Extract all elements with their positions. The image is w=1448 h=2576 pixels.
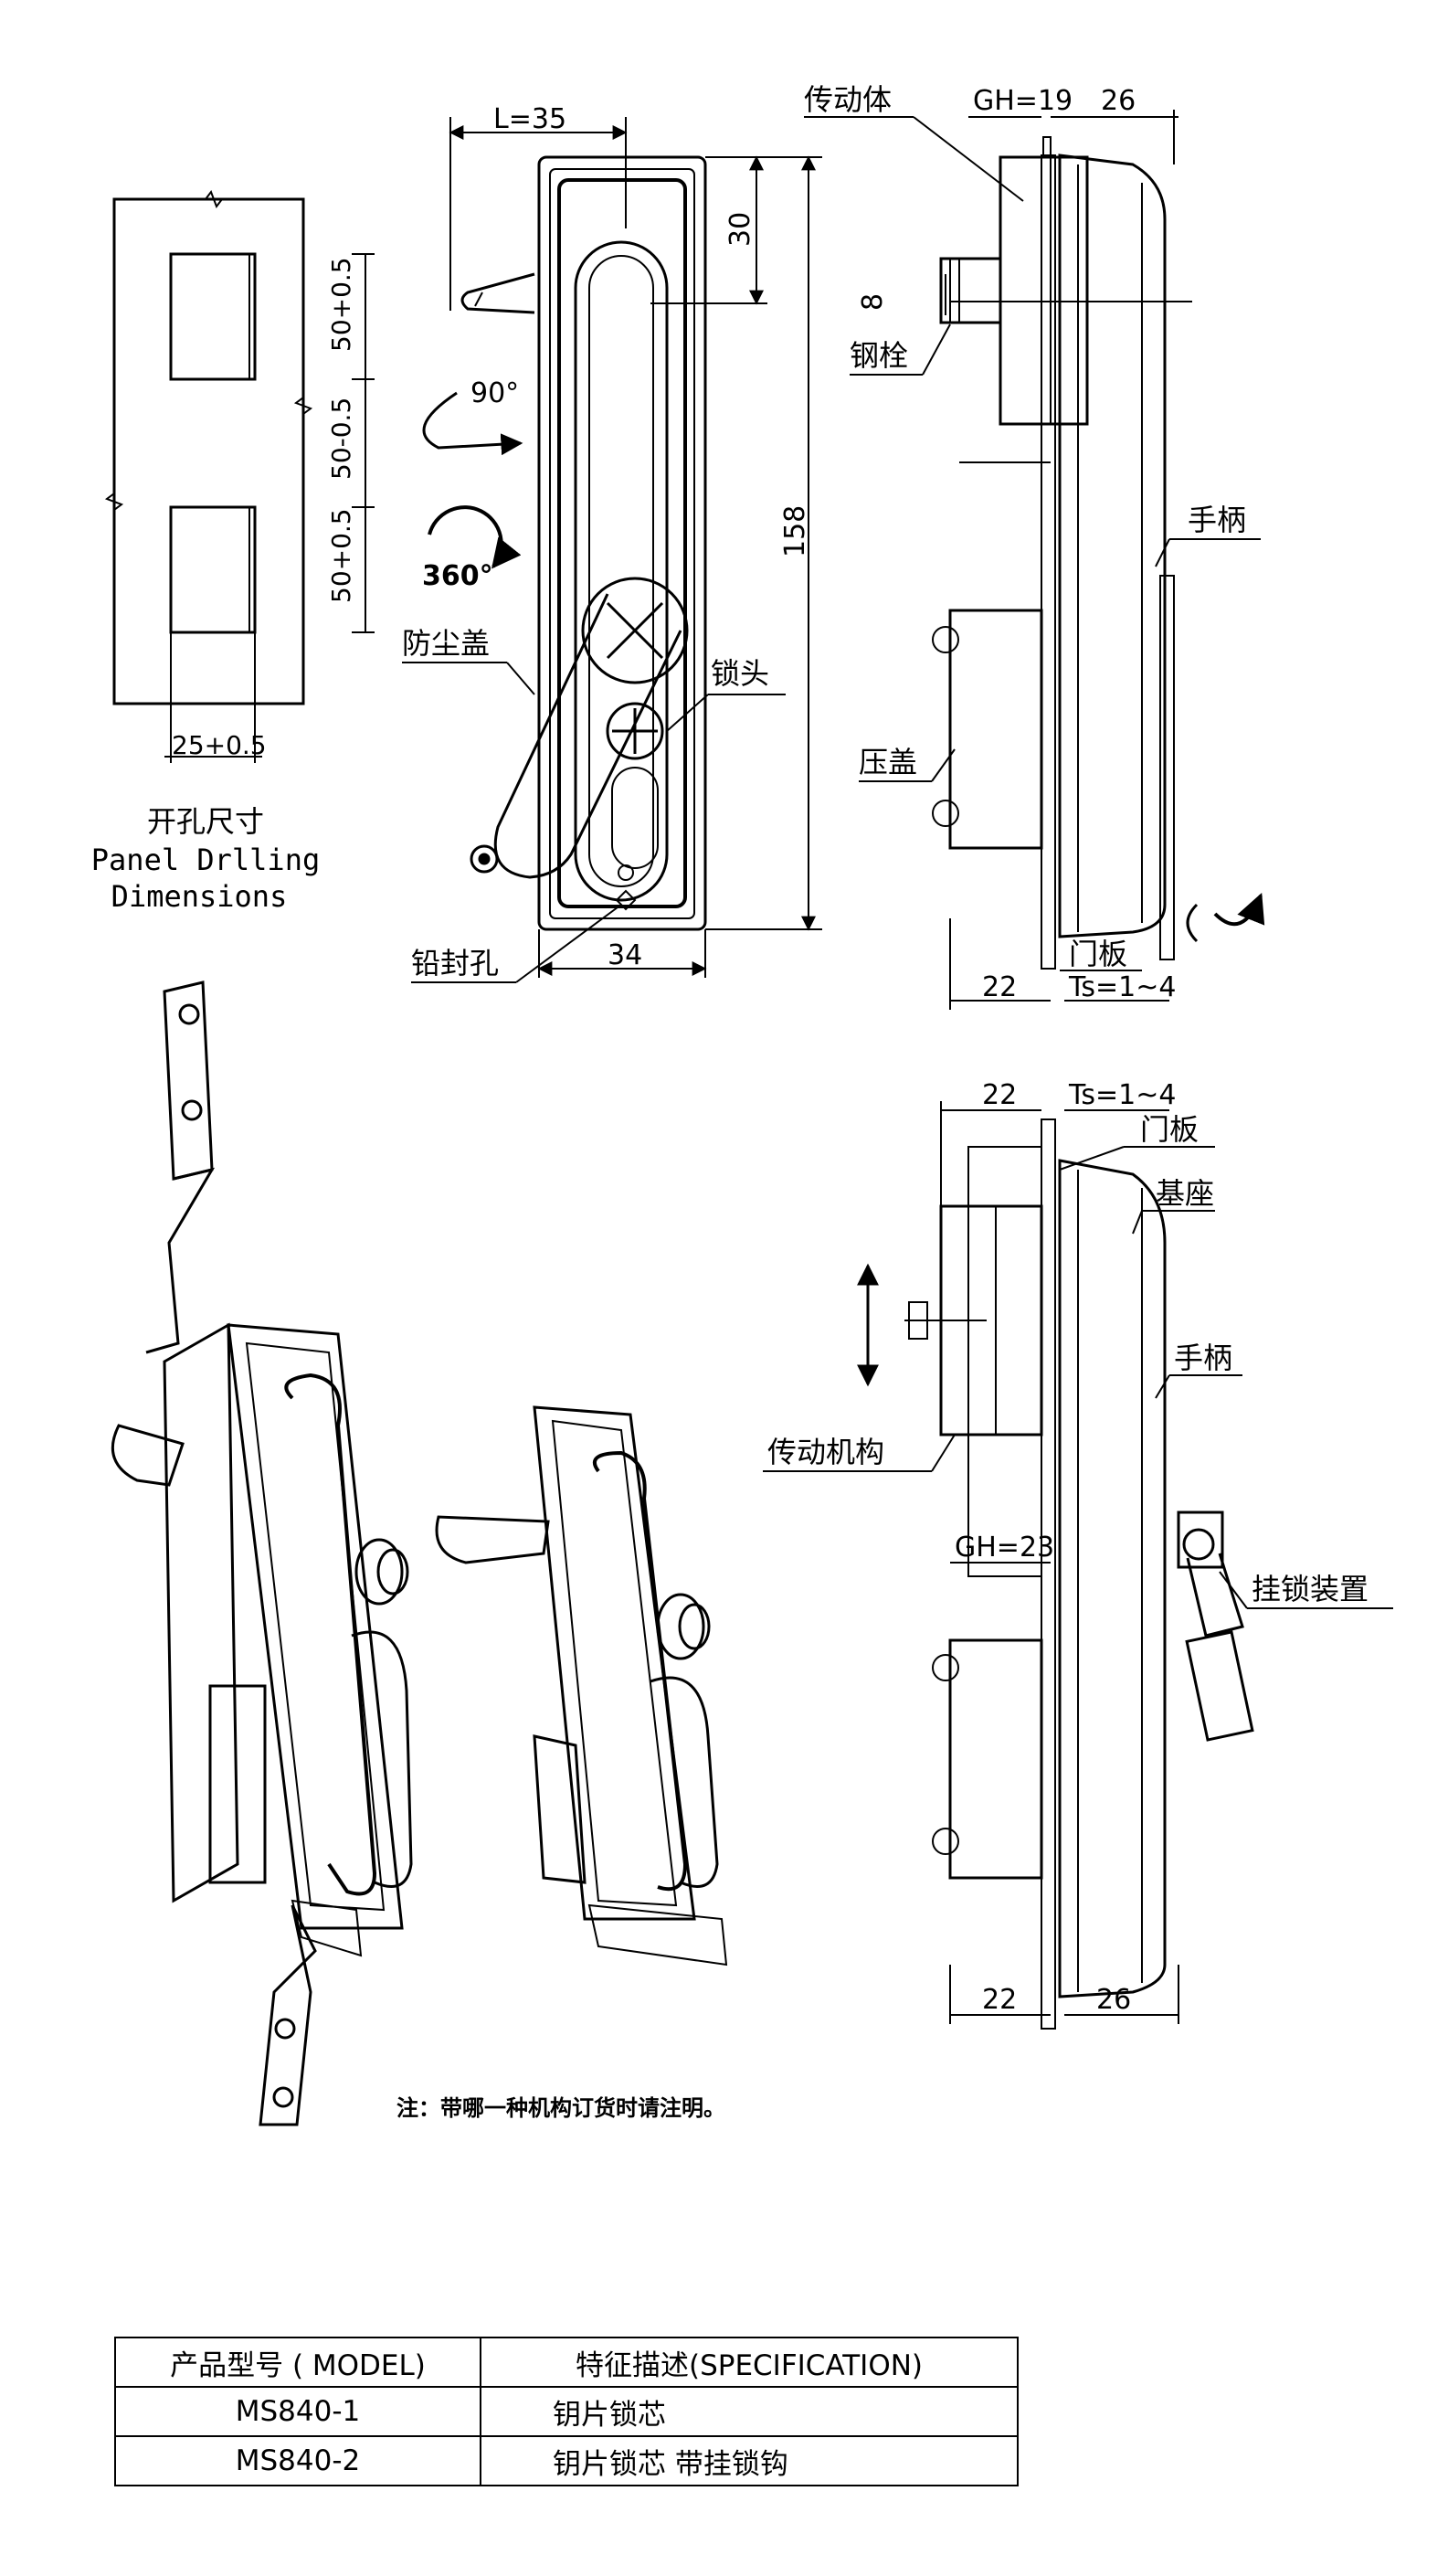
dim-ts-top: Ts=1~4 [1068, 971, 1176, 1003]
dim-22-lower: 22 [982, 1984, 1017, 2016]
dim-26-lower: 26 [1096, 1984, 1131, 2016]
drilling-title-en-1: Panel Drlling [91, 843, 320, 877]
front-view [402, 117, 822, 983]
press-cover-bottom [948, 1638, 1043, 1880]
rotate-360-arrow [428, 505, 522, 569]
drilling-outline [112, 197, 305, 705]
padlock-bracket [1177, 1511, 1224, 1569]
dim-drill-width: 25+0.5 [172, 730, 267, 760]
drive-mechanism [967, 1146, 1042, 1577]
cutout-bottom [169, 505, 257, 634]
lock-body-2 [533, 1405, 696, 1921]
front-outer-frame [537, 155, 707, 931]
dim-ts-bottom: Ts=1~4 [1068, 1079, 1176, 1111]
side-view-top [804, 110, 1265, 1010]
isometric-view-with-rod [111, 981, 413, 2126]
lock-head-circle [606, 702, 664, 760]
handle-slot [574, 240, 669, 902]
dim-drill-bot: 50+0.5 [326, 508, 356, 603]
handle-side [1058, 154, 1167, 938]
handle-lift-arrow [1213, 893, 1265, 927]
header-spec: 特征描述(SPECIFICATION) [480, 2337, 1019, 2388]
panel-drilling-view [104, 189, 375, 763]
dim-34: 34 [608, 939, 642, 971]
dim-30: 30 [724, 212, 756, 247]
model-cell: MS840-1 [114, 2386, 481, 2437]
order-note: 注：带哪一种机构订货时请注明。 [396, 2095, 725, 2121]
dim-158: 158 [779, 505, 811, 557]
upper-rod [163, 981, 214, 1181]
table-row: MS840-1 钥片锁芯 [114, 2386, 1019, 2437]
side-view-bottom [763, 1101, 1393, 2030]
cam-arm-2 [435, 1515, 550, 1564]
door-panel [1041, 154, 1056, 970]
door-panel-bottom [1041, 1118, 1056, 2030]
dim-gh-19: GH=19 [973, 85, 1073, 117]
label-seal-hole: 铅封孔 [411, 946, 499, 981]
label-padlock-device: 挂锁装置 [1252, 1572, 1369, 1606]
drilling-title-cn: 开孔尺寸 [147, 804, 264, 839]
label-handle-bottom: 手柄 [1174, 1341, 1232, 1375]
label-lock-head: 锁头 [711, 656, 769, 691]
specification-table: 产品型号 ( MODEL) 特征描述(SPECIFICATION) MS840-… [114, 2337, 1019, 2486]
label-drive-body: 传动体 [804, 82, 892, 117]
rotated-handle [493, 593, 682, 879]
rotation-90-label: 90° [470, 377, 519, 409]
dim-gh-23: GH=23 [955, 1532, 1054, 1564]
table-row: MS840-2 钥片锁芯 带挂锁钩 [114, 2435, 1019, 2486]
rotation-360-label: 360° [422, 560, 493, 592]
dim-26-top: 26 [1101, 85, 1136, 117]
cam-arm-1 [111, 1424, 185, 1487]
dim-drill-mid: 50-0.5 [326, 398, 356, 480]
dim-22-upper: 22 [982, 1079, 1017, 1111]
base-handle-bottom [1058, 1159, 1167, 1998]
press-cover [948, 609, 1043, 850]
label-base: 基座 [1156, 1176, 1214, 1211]
label-handle-top: 手柄 [1188, 503, 1246, 537]
dim-22-top: 22 [982, 971, 1017, 1003]
steel-pin [939, 257, 1002, 324]
lower-rod [259, 1904, 317, 2126]
label-steel-pin: 钢栓 [850, 338, 908, 373]
spec-cell: 钥片锁芯 [480, 2386, 1019, 2437]
header-model: 产品型号 ( MODEL) [114, 2337, 481, 2388]
label-dust-cover: 防尘盖 [402, 626, 490, 661]
dust-cover-circle [581, 577, 689, 684]
dim-8: 8 [857, 293, 889, 311]
label-press-cover: 压盖 [859, 745, 917, 779]
drilling-title-en-2: Dimensions [111, 879, 288, 914]
label-door-panel-top: 门板 [1069, 937, 1127, 971]
dim-L: L=35 [493, 103, 566, 135]
dim-drill-top: 50+0.5 [326, 257, 356, 352]
drive-body [999, 155, 1089, 426]
rotate-90-arrow [422, 391, 523, 456]
table-header-row: 产品型号 ( MODEL) 特征描述(SPECIFICATION) [114, 2337, 1019, 2388]
label-drive-mechanism: 传动机构 [767, 1435, 884, 1469]
spec-cell: 钥片锁芯 带挂锁钩 [480, 2435, 1019, 2486]
drive-block [163, 1322, 239, 1903]
isometric-view-plain [435, 1405, 728, 1966]
model-cell: MS840-2 [114, 2435, 481, 2486]
label-door-panel-bottom: 门板 [1140, 1112, 1199, 1147]
cutout-top [169, 252, 257, 381]
lock-body-1 [227, 1323, 404, 1930]
